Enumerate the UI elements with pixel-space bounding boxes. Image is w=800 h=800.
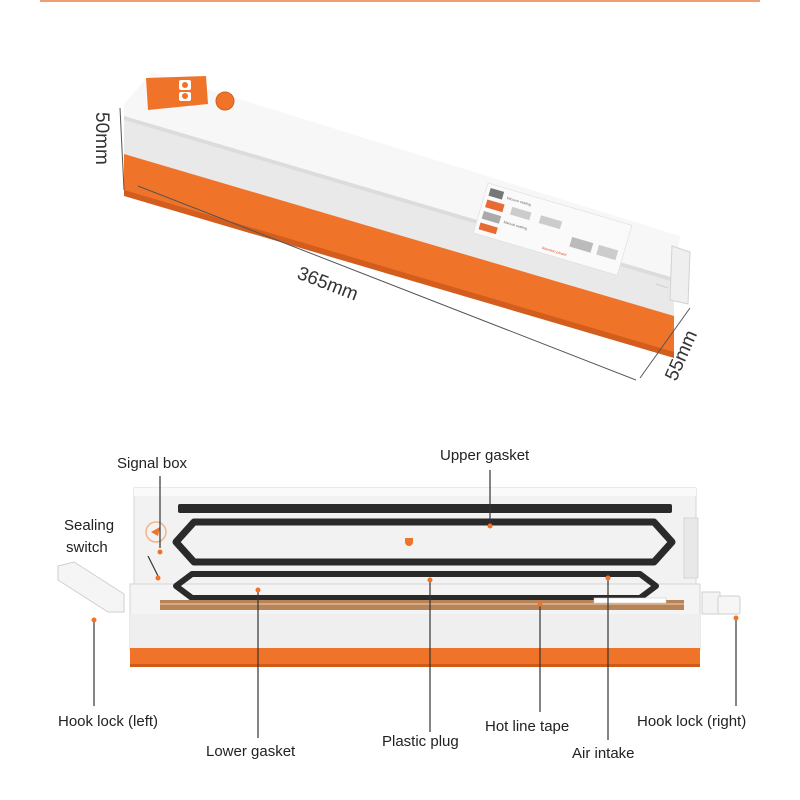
dimension-lines <box>119 107 691 381</box>
right-hook-lock <box>701 591 721 615</box>
svg-text:Manual sealing: Manual sealing <box>503 220 527 231</box>
label-upper-gasket: Upper gasket <box>440 447 530 464</box>
orange-base <box>124 150 674 356</box>
base-orange-strip <box>130 648 700 666</box>
svg-text:Attention please: Attention please <box>541 246 567 257</box>
indicator-light-icon <box>182 82 188 88</box>
label-air-intake: Air intake <box>572 745 635 762</box>
orange-base-shadow <box>124 190 674 358</box>
leader-lines <box>93 470 737 740</box>
power-button-icon <box>215 91 235 111</box>
front-face <box>124 116 674 316</box>
sealer-top-view: Vacuum sealing Manual sealing Attention … <box>124 72 691 358</box>
upper-gasket <box>178 504 672 513</box>
signal-box-icon <box>151 527 160 536</box>
lid-plug-stem <box>405 538 413 541</box>
label-hook-lock-left: Hook lock (left) <box>58 713 158 730</box>
label-lower-gasket: Lower gasket <box>206 743 296 760</box>
base-orange-shadow <box>130 664 700 667</box>
top-rule <box>40 0 760 2</box>
lid-right-block <box>683 517 699 579</box>
right-hook-lock-tab <box>717 595 741 615</box>
signal-box-circle <box>145 521 167 543</box>
height-dimension: 50mm <box>91 112 112 165</box>
right-end-clip <box>669 245 691 305</box>
base-front <box>130 614 700 650</box>
control-panel <box>146 76 208 110</box>
instruction-label: Vacuum sealing Manual sealing Attention … <box>472 182 633 276</box>
indicator-light-icon-2 <box>182 93 188 99</box>
lid <box>133 487 697 585</box>
right-clip-slot <box>655 283 669 289</box>
svg-text:Vacuum sealing: Vacuum sealing <box>506 196 531 207</box>
label-sealing-switch-2: switch <box>66 539 108 556</box>
label-hook-lock-right: Hook lock (right) <box>637 713 746 730</box>
middle-gasket <box>172 518 676 566</box>
label-signal-box: Signal box <box>117 455 188 472</box>
lid-rim <box>134 488 696 496</box>
label-plastic-plug: Plastic plug <box>382 733 459 750</box>
hot-line-tape-shine <box>160 603 684 605</box>
sealer-open-view <box>57 487 741 667</box>
label-sealing-switch-1: Sealing <box>64 517 114 534</box>
label-hot-line-tape: Hot line tape <box>485 718 569 735</box>
air-intake-slot <box>593 597 667 604</box>
leader-dots <box>91 523 739 623</box>
left-hook-lock <box>57 561 125 613</box>
